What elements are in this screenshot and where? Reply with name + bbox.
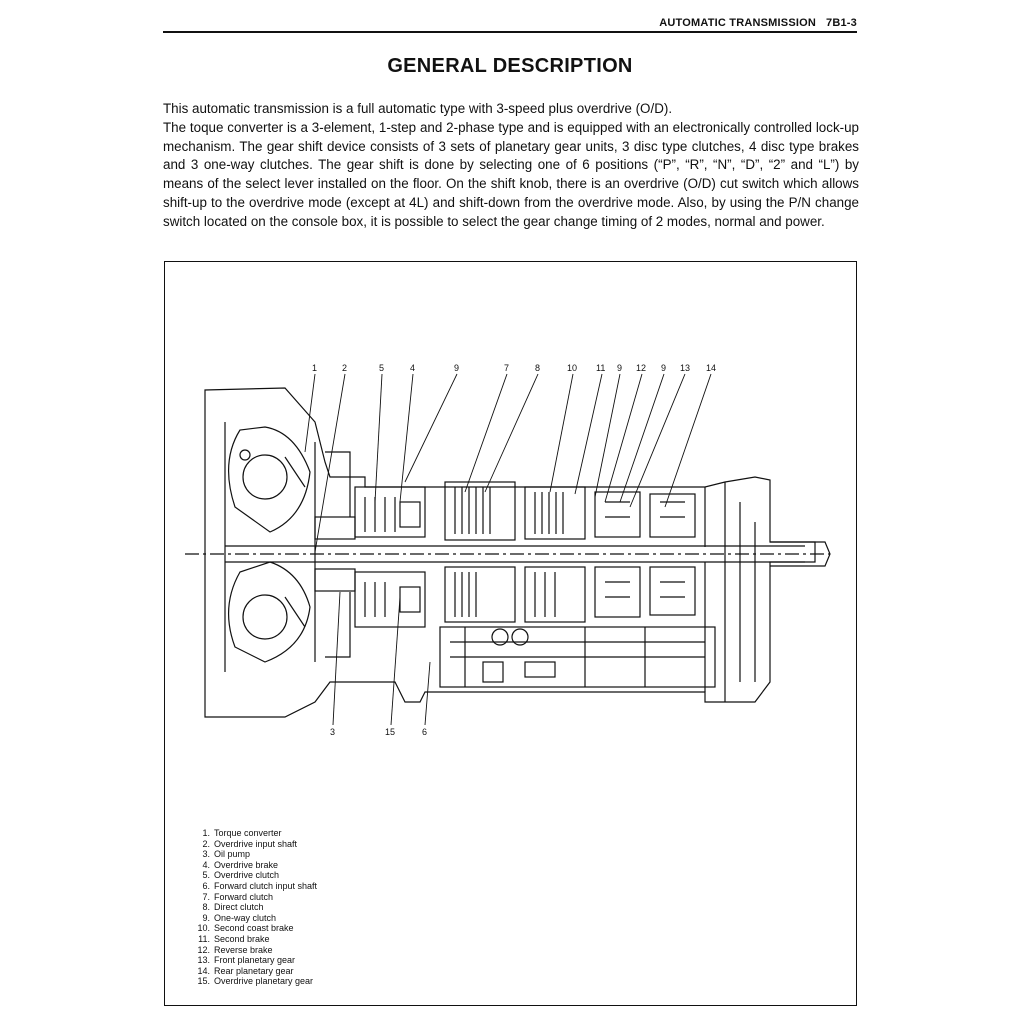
legend-number: 15. [197,976,210,987]
legend-item: 3. Oil pump [193,849,317,860]
legend-text: Forward clutch input shaft [214,880,318,891]
legend-item: 1. Torque converter [193,828,317,839]
legend-text: Overdrive planetary gear [214,976,314,987]
legend-number: 10. [197,923,210,934]
legend-text: Front planetary gear [214,955,296,966]
legend-number: 6. [202,880,210,891]
legend-text: Second brake [214,933,270,944]
callout-label: 13 [680,363,690,373]
callout-label: 9 [661,363,666,373]
callout-numbers-bottom: 3 15 6 [330,727,427,737]
legend-text: Overdrive brake [214,859,279,870]
callout-label: 3 [330,727,335,737]
output-shaft [770,541,831,567]
legend-text: Oil pump [214,849,251,860]
callout-label: 14 [706,363,716,373]
legend-number: 1. [202,828,210,838]
legend-item: 11. Second brake [193,934,317,945]
page-header: AUTOMATIC TRANSMISSION 7B1-3 [649,17,857,29]
legend-number: 11. [198,933,210,944]
callout-label: 10 [567,363,577,373]
legend-text: Direct clutch [214,902,264,913]
callout-label: 12 [636,363,646,373]
section-title: AUTOMATIC TRANSMISSION [659,17,817,29]
legend-number: 7. [202,891,210,902]
legend-item: 2. Overdrive input shaft [193,839,317,850]
callout-label: 5 [379,363,384,373]
legend-item: 13. Front planetary gear [193,955,317,966]
legend-number: 2. [202,838,210,849]
page-number: 7B1-3 [826,17,857,29]
overdrive-unit [354,486,426,628]
legend-number: 8. [202,902,210,913]
legend-item: 14. Rear planetary gear [193,966,317,977]
legend-text: Second coast brake [214,923,294,934]
legend-number: 9. [202,912,210,923]
legend-text: Overdrive input shaft [214,838,298,849]
transmission-cutaway-drawing: 1 2 5 4 9 7 8 10 11 9 12 9 13 14 3 15 6 [185,363,831,737]
legend-number: 13. [197,955,210,966]
page-title: GENERAL DESCRIPTION [387,55,633,77]
legend-item: 7. Forward clutch [193,892,317,903]
legend-number: 12. [197,944,210,955]
input-shaft [225,545,805,563]
callout-numbers-top: 1 2 5 4 9 7 8 10 11 9 12 9 13 14 [312,363,716,373]
callout-label: 8 [535,363,540,373]
description-text: This automatic transmission is a full au… [163,100,859,232]
legend-item: 12. Reverse brake [193,945,317,956]
legend-text: Rear planetary gear [214,965,294,976]
callout-label: 6 [422,727,427,737]
callout-label: 4 [410,363,415,373]
legend-number: 14. [197,965,210,976]
legend-item: 5. Overdrive clutch [193,870,317,881]
paragraph: The toque converter is a 3-element, 1-st… [163,119,859,229]
legend-number: 4. [202,859,210,870]
legend-text: Overdrive clutch [214,870,280,881]
callout-label: 15 [385,727,395,737]
callout-leaders [304,373,712,726]
planetary-gear-sets [594,491,696,618]
callout-label: 11 [596,363,605,373]
callout-label: 1 [312,363,317,373]
legend-number: 3. [202,849,210,860]
legend-number: 5. [202,870,210,881]
legend-item: 10. Second coast brake [193,923,317,934]
legend-item: 4. Overdrive brake [193,860,317,871]
paragraph: This automatic transmission is a full au… [163,101,673,116]
legend-text: One-way clutch [214,912,277,923]
valve-body [439,626,716,688]
callout-label: 9 [617,363,622,373]
legend-item: 8. Direct clutch [193,902,317,913]
parts-legend: 1. Torque converter 2. Overdrive input shaf… [193,828,317,987]
callout-label: 7 [504,363,509,373]
callout-label: 2 [342,363,347,373]
clutch-packs [444,481,586,623]
transmission-diagram-figure: 1 2 5 4 9 7 8 10 11 9 12 9 13 14 3 15 6 … [164,261,857,1006]
legend-item: 9. One-way clutch [193,913,317,924]
legend-item: 15. Overdrive planetary gear [193,976,317,987]
rear-extension [704,482,756,702]
legend-item: 6. Forward clutch input shaft [193,881,317,892]
legend-text: Reverse brake [214,944,273,955]
legend-text: Forward clutch [214,891,274,902]
callout-label: 9 [454,363,459,373]
torque-converter [224,422,316,672]
header-rule [163,31,857,33]
legend-text: Torque converter [214,828,282,838]
